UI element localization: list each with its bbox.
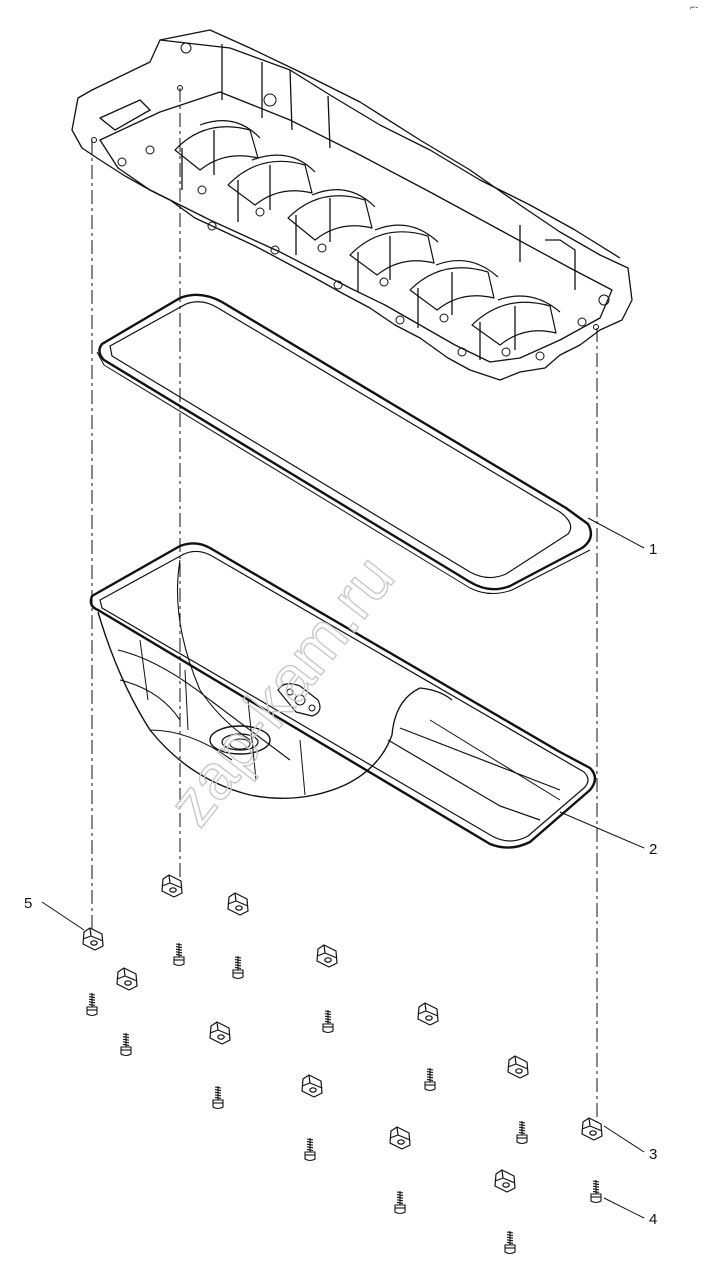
- leader-line-3: [603, 1125, 645, 1153]
- bolt: [516, 1121, 528, 1145]
- bolt: [120, 1033, 132, 1057]
- oil-pan-gasket: [96, 293, 593, 594]
- clamp-bracket: [417, 1002, 439, 1026]
- engine-block: [71, 29, 633, 381]
- alignment-lines: [91, 88, 598, 1125]
- leader-line-2: [559, 811, 645, 849]
- clamp-bracket: [82, 927, 104, 951]
- bolt: [424, 1068, 436, 1092]
- clamp-bracket: [581, 1117, 603, 1141]
- clamp-bracket: [389, 1126, 411, 1150]
- bolt: [86, 993, 98, 1017]
- corner-mark: ⌐-: [690, 2, 698, 12]
- fastener-hardware: [82, 874, 603, 1255]
- callout-label-3: 3: [649, 1146, 657, 1163]
- clamp-bracket: [227, 892, 249, 916]
- clamp-bracket: [494, 1169, 516, 1193]
- callout-label-4: 4: [649, 1211, 657, 1228]
- watermark: zap-kam.ru: [154, 542, 408, 839]
- bolt: [173, 943, 185, 967]
- bolt: [304, 1138, 316, 1162]
- callout-label-1: 1: [649, 541, 657, 558]
- callouts: [41, 517, 645, 1219]
- bolt: [232, 956, 244, 980]
- bolt: [394, 1191, 406, 1215]
- clamp-bracket: [301, 1074, 323, 1098]
- leader-line-4: [603, 1197, 645, 1219]
- oil-pan: [89, 542, 597, 849]
- callout-label-5: 5: [24, 895, 32, 912]
- clamp-bracket: [316, 944, 338, 968]
- clamp-bracket: [507, 1055, 529, 1079]
- callout-label-2: 2: [649, 841, 657, 858]
- bolt: [504, 1231, 516, 1255]
- clamp-bracket: [116, 967, 138, 991]
- bolt: [590, 1180, 602, 1204]
- clamp-bracket: [161, 874, 183, 898]
- clamp-bracket: [209, 1021, 231, 1045]
- leader-line-1: [587, 517, 645, 549]
- bolt: [212, 1086, 224, 1110]
- leader-line-5: [41, 901, 85, 931]
- bolt: [322, 1010, 334, 1034]
